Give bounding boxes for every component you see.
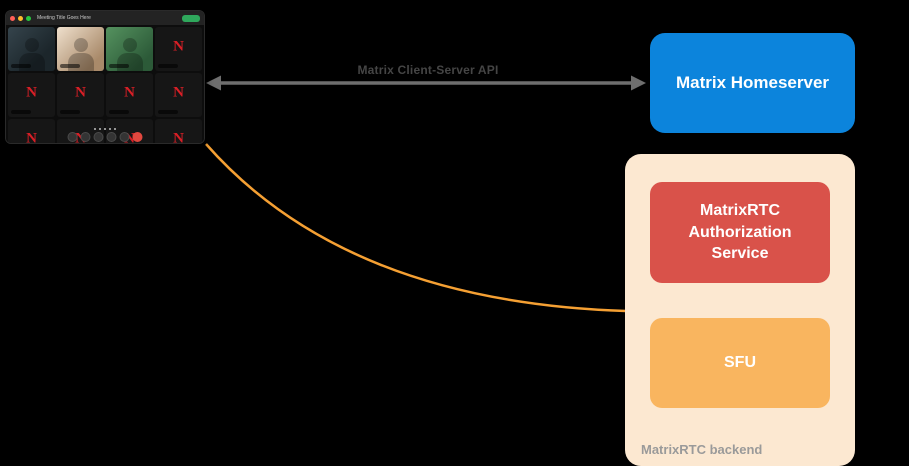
auth-service-box: MatrixRTC Authorization Service (650, 182, 830, 283)
window-titlebar: Meeting Title Goes Here (6, 11, 204, 25)
n-logo-icon: N (26, 130, 37, 144)
person-silhouette (67, 52, 94, 71)
video-tile-person (8, 27, 55, 71)
page-dot-icon[interactable] (99, 128, 101, 130)
sfu-box: SFU (650, 318, 830, 408)
person-silhouette (24, 38, 39, 53)
participant-name-pill (158, 110, 178, 114)
video-tile-logo: N (106, 73, 153, 117)
video-tile-person (106, 27, 153, 71)
auth-service-label: MatrixRTC Authorization Service (688, 202, 792, 263)
more-options-icon[interactable] (106, 132, 117, 142)
hangup-icon[interactable] (132, 132, 143, 142)
sfu-label: SFU (724, 354, 756, 371)
n-logo-icon: N (26, 84, 37, 101)
screenshare-icon[interactable] (93, 132, 104, 142)
participant-name-pill (11, 64, 31, 68)
camera-icon[interactable] (80, 132, 91, 142)
n-logo-icon: N (124, 130, 135, 144)
n-logo-icon: N (124, 84, 135, 101)
video-tile-logo: N (155, 73, 202, 117)
person-silhouette (122, 38, 137, 53)
homeserver-label: Matrix Homeserver (675, 73, 830, 92)
backend-caption: MatrixRTC backend (641, 442, 763, 457)
page-dot-icon[interactable] (114, 128, 116, 130)
element-call-window: Meeting Title Goes Here NNNNNNNNN (5, 10, 205, 144)
matrixrtc-backend-box: MatrixRTC Authorization Service SFU Matr… (625, 154, 855, 466)
page-dot-icon[interactable] (109, 128, 111, 130)
participant-name-pill (158, 64, 178, 68)
page-dot-icon[interactable] (104, 128, 106, 130)
participant-name-pill (109, 110, 129, 114)
participant-name-pill (11, 110, 31, 114)
participant-name-pill (60, 64, 80, 68)
person-silhouette (116, 52, 143, 71)
page-dot-icon[interactable] (94, 128, 96, 130)
client-to-sfu-curve (205, 143, 627, 313)
video-tile-logo: N (155, 119, 202, 144)
arrowhead-left-icon (206, 75, 221, 91)
minimize-window-icon[interactable] (18, 15, 23, 21)
chat-icon[interactable] (119, 132, 130, 142)
participant-name-pill (109, 64, 129, 68)
n-logo-icon: N (173, 38, 184, 55)
n-logo-icon: N (173, 84, 184, 101)
participant-name-pill (60, 110, 80, 114)
mic-icon[interactable] (67, 132, 78, 142)
video-tile-logo: N (8, 119, 55, 144)
person-silhouette (73, 38, 88, 53)
api-arrow-label: Matrix Client-Server API (357, 63, 499, 77)
video-tile-logo: N (57, 73, 104, 117)
call-controls (67, 132, 143, 142)
video-tile-logo: N (8, 73, 55, 117)
person-silhouette (18, 52, 45, 71)
arrowhead-right-icon (631, 75, 646, 91)
n-logo-icon: N (173, 130, 184, 144)
join-badge[interactable] (182, 14, 200, 22)
video-tile-logo: N (155, 27, 202, 71)
video-tile-person (57, 27, 104, 71)
homeserver-box: Matrix Homeserver (650, 33, 855, 133)
video-grid: NNNNNNNNN (6, 25, 204, 144)
maximize-window-icon[interactable] (26, 15, 31, 21)
close-window-icon[interactable] (10, 15, 15, 21)
pagination-dots (94, 128, 116, 130)
n-logo-icon: N (75, 84, 86, 101)
window-title: Meeting Title Goes Here (37, 15, 91, 21)
